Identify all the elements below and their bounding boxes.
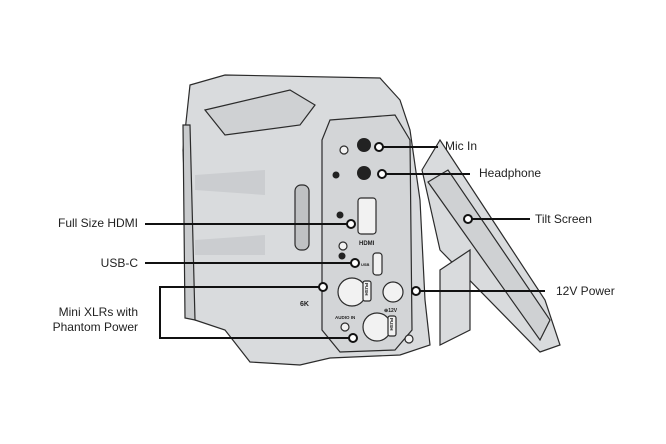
label-mini-xlrs: Mini XLRs with Phantom Power [53, 305, 138, 335]
label-mini-xlrs-line1: Mini XLRs with [58, 305, 138, 319]
label-full-size-hdmi: Full Size HDMI [57, 216, 138, 230]
hdmi-marking: HDMI [359, 241, 375, 247]
label-12v-power: 12V Power [556, 284, 615, 298]
push-marking-lower-xlr: PUSH [389, 318, 394, 331]
audio-in-marking: AUDIO IN [335, 315, 355, 320]
label-mini-xlrs-line2: Phantom Power [52, 320, 138, 334]
power-marking: ⊕12V [384, 308, 398, 314]
badge-marking: 6K [300, 301, 309, 308]
label-mic-in: Mic In [445, 139, 478, 153]
label-tilt-screen: Tilt Screen [535, 212, 592, 226]
label-headphone: Headphone [479, 166, 542, 180]
usb-marking: USB [361, 262, 370, 267]
push-marking-upper-xlr: PUSH [364, 283, 369, 296]
leader-lines [145, 146, 545, 339]
label-usb-c: USB-C [100, 256, 138, 270]
